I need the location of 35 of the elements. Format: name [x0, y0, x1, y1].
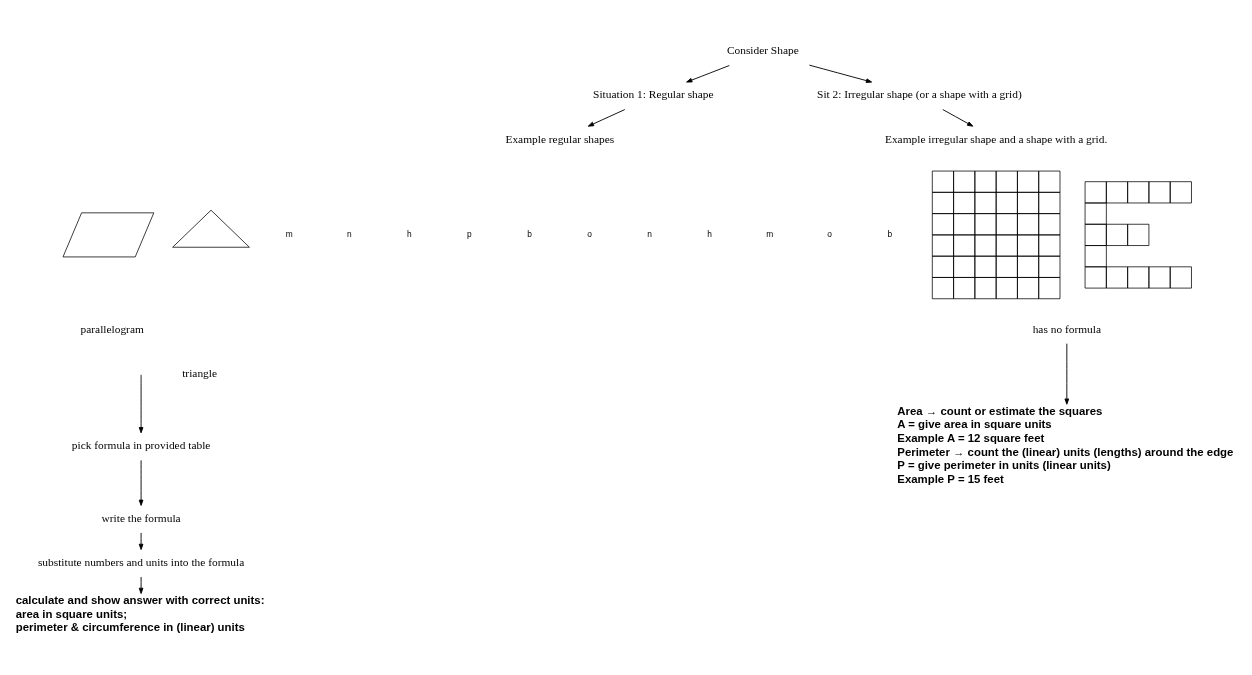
node-text: Consider Shape [726, 44, 799, 57]
label: o [827, 229, 833, 240]
node-text: has no formula [1032, 322, 1101, 335]
arrow [808, 64, 873, 83]
node-text: Sit 2: Irregular shape (or a shape with a grid) [817, 88, 1022, 101]
arrow [138, 532, 144, 550]
node-triangle [172, 209, 250, 248]
arrow [138, 576, 144, 594]
node-text: calculate and show answer with correct units: area in square units; perimeter & circumference in (linear) units [15, 593, 265, 634]
node-parallelogram [62, 212, 155, 258]
arrow [942, 109, 974, 127]
label: p [467, 229, 472, 240]
arrow [138, 459, 144, 506]
label: b [887, 229, 893, 240]
node-text: Situation 1: Regular shape [593, 88, 714, 101]
node-text: triangle [182, 366, 218, 379]
label: o [587, 229, 592, 240]
arrow [138, 374, 144, 434]
label: n [347, 229, 352, 240]
node-text: pick formula in provided table [71, 439, 211, 452]
label: b [527, 229, 532, 240]
node-text: Example regular shapes [505, 132, 615, 145]
label: n [647, 229, 652, 240]
label: m [285, 229, 293, 240]
node-text: parallelogram [80, 322, 144, 335]
arrow [587, 109, 626, 127]
node-text: write the formula [101, 511, 181, 524]
label: h [707, 229, 712, 240]
label: h [407, 229, 412, 240]
node-text: Area → count or estimate the squares A = give area in square units Example A = 12 square feet Perimeter → count the (linear) units (lengths) around the edge P = give perimeter in units (linear units) Example P = 15 feet [897, 404, 1234, 486]
arrow [686, 65, 730, 83]
node-text: Example irregular shape and a shape with a grid. [884, 132, 1108, 145]
node-text: substitute numbers and units into the formula [37, 555, 245, 568]
label: m [766, 229, 774, 240]
arrow [1064, 343, 1070, 405]
